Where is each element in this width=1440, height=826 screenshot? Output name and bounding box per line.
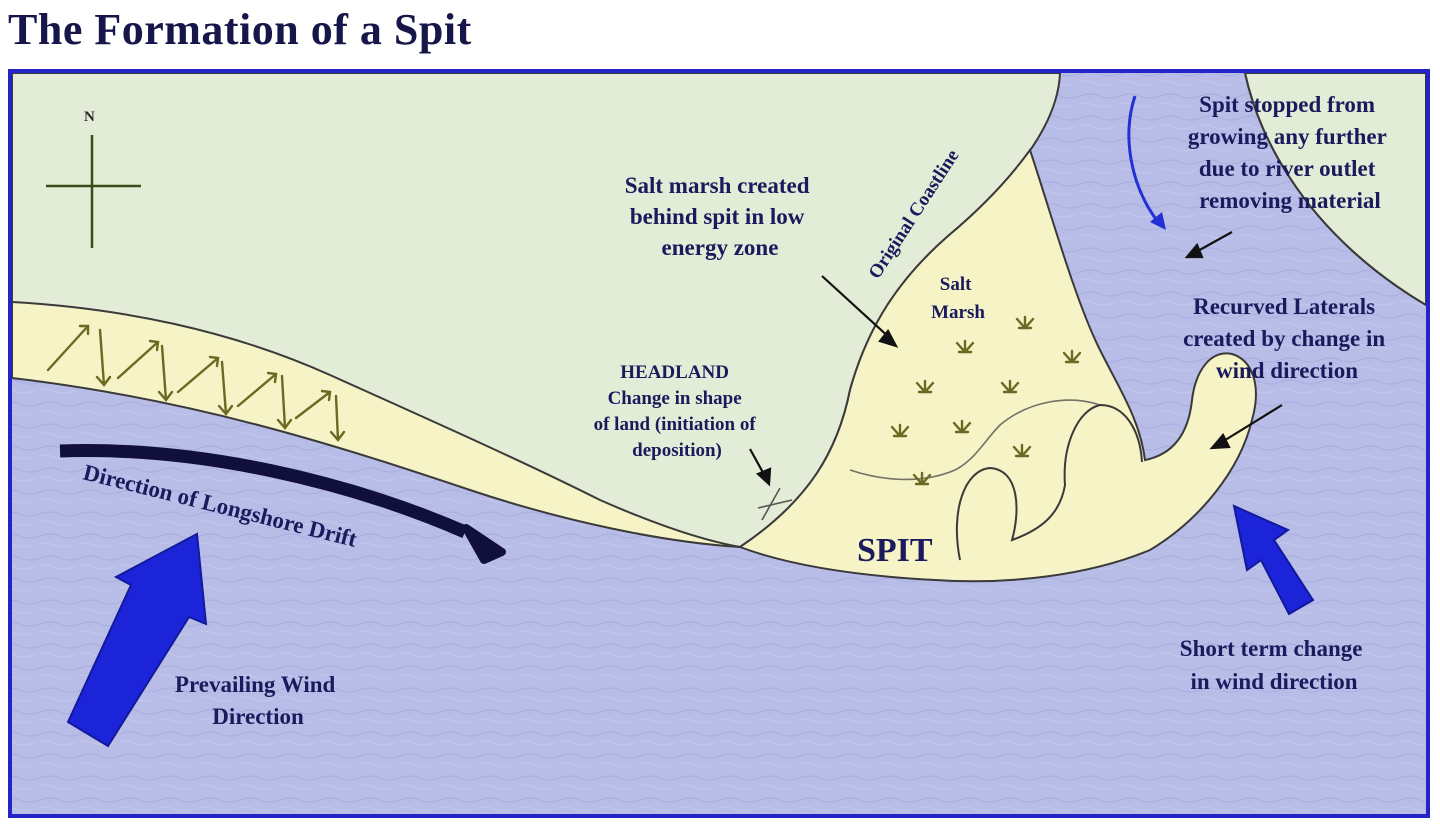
pointer-arrows: [749, 231, 1283, 487]
headland-marker-icon: [757, 487, 793, 521]
prevailing-wind-label: Prevailing Wind Direction: [175, 672, 341, 729]
river-flow-arrow-icon: [1127, 95, 1166, 230]
short-term-wind-arrow-icon: [1232, 504, 1315, 616]
prevailing-wind-arrow-icon: [66, 532, 208, 748]
spit-label: SPIT: [857, 532, 933, 569]
diagram-frame: [8, 69, 1430, 818]
drift-zigzag-arrows: [46, 324, 346, 442]
salt-marsh-edge: [849, 399, 1101, 481]
salt-marsh-label: Salt Marsh: [931, 274, 985, 323]
river-bank-line: [1244, 73, 1426, 306]
short-term-change-label: Short term change in wind direction: [1180, 636, 1368, 694]
longshore-drift-arrow-icon: [59, 444, 506, 564]
spit-landform: [737, 147, 1257, 583]
compass-cross-icon: [46, 135, 141, 248]
page-title: The Formation of a Spit: [8, 5, 472, 54]
recurved-lateral-inner: [955, 403, 1143, 561]
headland-label: HEADLAND Change in shape of land (initia…: [594, 362, 761, 461]
salt-marsh-created-label: Salt marsh created behind spit in low en…: [625, 173, 816, 260]
compass-north-label: N: [84, 109, 95, 125]
recurved-laterals-label: Recurved Laterals created by change in w…: [1183, 294, 1391, 383]
beach-strip: [12, 300, 741, 548]
spit-stopped-label: Spit stopped from growing any further du…: [1188, 92, 1392, 213]
